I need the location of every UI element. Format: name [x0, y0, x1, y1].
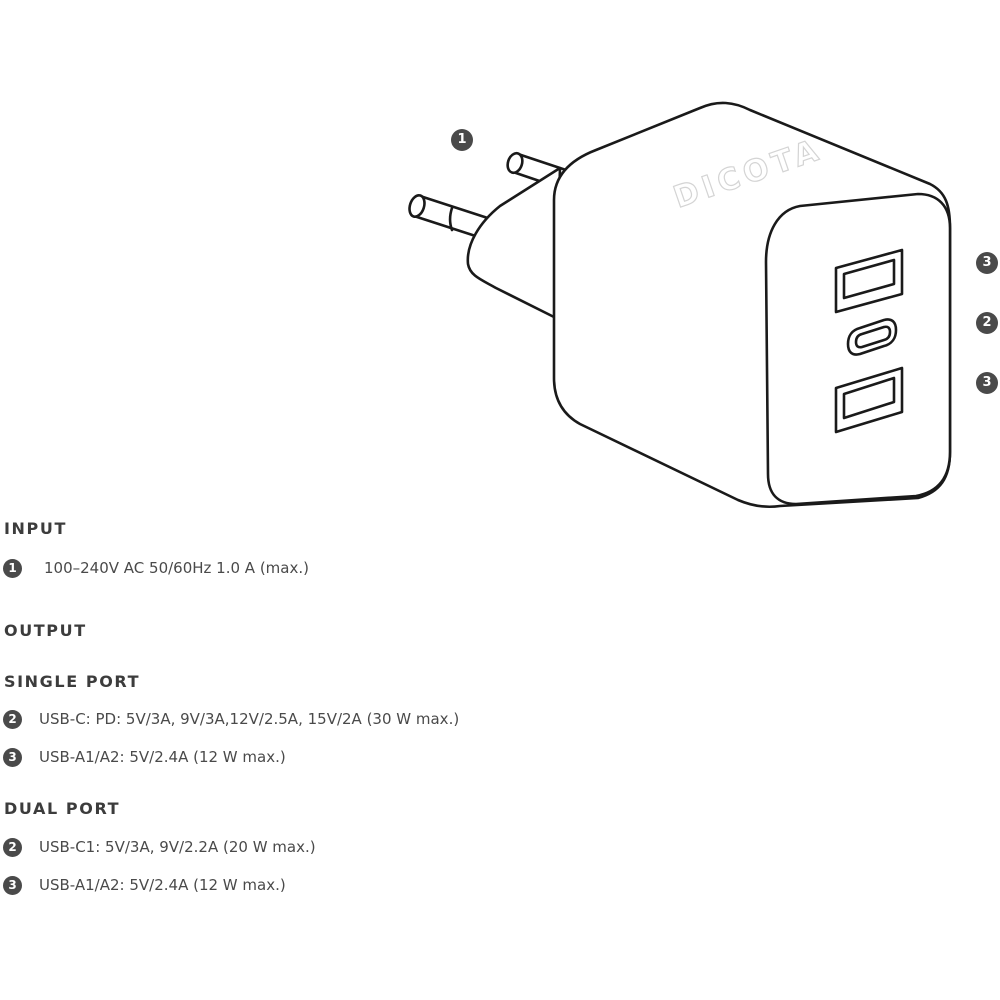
callout-usb-a-bottom: 3	[976, 372, 998, 394]
usb-c-port	[846, 318, 898, 356]
dual-port-usb-c-text: USB-C1: 5V/3A, 9V/2.2A (20 W max.)	[39, 838, 316, 856]
single-port-usb-a-text: USB-A1/A2: 5V/2.4A (12 W max.)	[39, 748, 286, 766]
dual-port-usb-a-row: 3 USB-A1/A2: 5V/2.4A (12 W max.)	[3, 874, 286, 896]
single-port-usb-a-row: 3 USB-A1/A2: 5V/2.4A (12 W max.)	[3, 746, 286, 768]
single-port-heading: SINGLE PORT	[4, 672, 141, 691]
output-heading: OUTPUT	[4, 621, 87, 640]
dual-port-heading: DUAL PORT	[4, 799, 121, 818]
dual-port-usb-a-text: USB-A1/A2: 5V/2.4A (12 W max.)	[39, 876, 286, 894]
input-spec-text: 100–240V AC 50/60Hz 1.0 A (max.)	[44, 559, 309, 577]
usb-a-port-top	[834, 248, 904, 314]
spec-badge: 3	[3, 875, 22, 895]
spec-badge: 2	[3, 837, 22, 857]
callout-usb-c: 2	[976, 312, 998, 334]
input-heading: INPUT	[4, 519, 67, 538]
charger-illustration: DICOTA	[408, 101, 952, 509]
spec-badge: 2	[3, 709, 22, 729]
spec-badge: 1	[3, 558, 22, 578]
callout-plug: 1	[451, 129, 473, 151]
spec-badge: 3	[3, 747, 22, 767]
single-port-usb-c-row: 2 USB-C: PD: 5V/3A, 9V/3A,12V/2.5A, 15V/…	[3, 708, 459, 730]
dual-port-usb-c-row: 2 USB-C1: 5V/3A, 9V/2.2A (20 W max.)	[3, 836, 316, 858]
input-spec-row: 1 100–240V AC 50/60Hz 1.0 A (max.)	[3, 557, 309, 579]
single-port-usb-c-text: USB-C: PD: 5V/3A, 9V/3A,12V/2.5A, 15V/2A…	[39, 710, 460, 728]
usb-a-port-bottom	[834, 366, 904, 434]
plug-body	[466, 166, 562, 320]
callout-usb-a-top: 3	[976, 252, 998, 274]
